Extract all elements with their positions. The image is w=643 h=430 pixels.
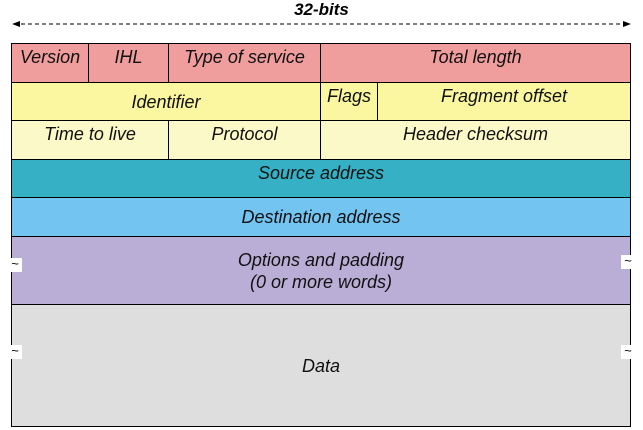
- options-line-1: Options and padding: [237, 249, 405, 270]
- field-identifier: Identifier: [11, 82, 321, 121]
- break-marker-left-options: ~: [8, 257, 22, 272]
- diagram-title: 32-bits: [294, 0, 349, 19]
- field-protocol: Protocol: [168, 120, 321, 160]
- field-time-to-live: Time to live: [11, 120, 169, 160]
- field-options-and-padding: Options and padding (0 or more words): [11, 236, 631, 305]
- field-destination-address: Destination address: [11, 197, 631, 237]
- field-total-length: Total length: [320, 43, 631, 83]
- field-header-checksum: Header checksum: [320, 120, 631, 160]
- break-marker-left-data: ~: [8, 344, 22, 359]
- field-source-address: Source address: [11, 159, 631, 198]
- field-type-of-service: Type of service: [168, 43, 321, 83]
- field-version: Version: [11, 43, 89, 83]
- options-line-2: (0 or more words): [249, 271, 393, 292]
- break-marker-right-options: ~: [621, 254, 635, 269]
- width-arrow: [12, 21, 631, 27]
- field-data: Data: [11, 304, 631, 427]
- break-marker-right-data: ~: [621, 344, 635, 359]
- field-ihl: IHL: [88, 43, 169, 83]
- field-fragment-offset: Fragment offset: [377, 82, 631, 121]
- field-flags: Flags: [320, 82, 378, 121]
